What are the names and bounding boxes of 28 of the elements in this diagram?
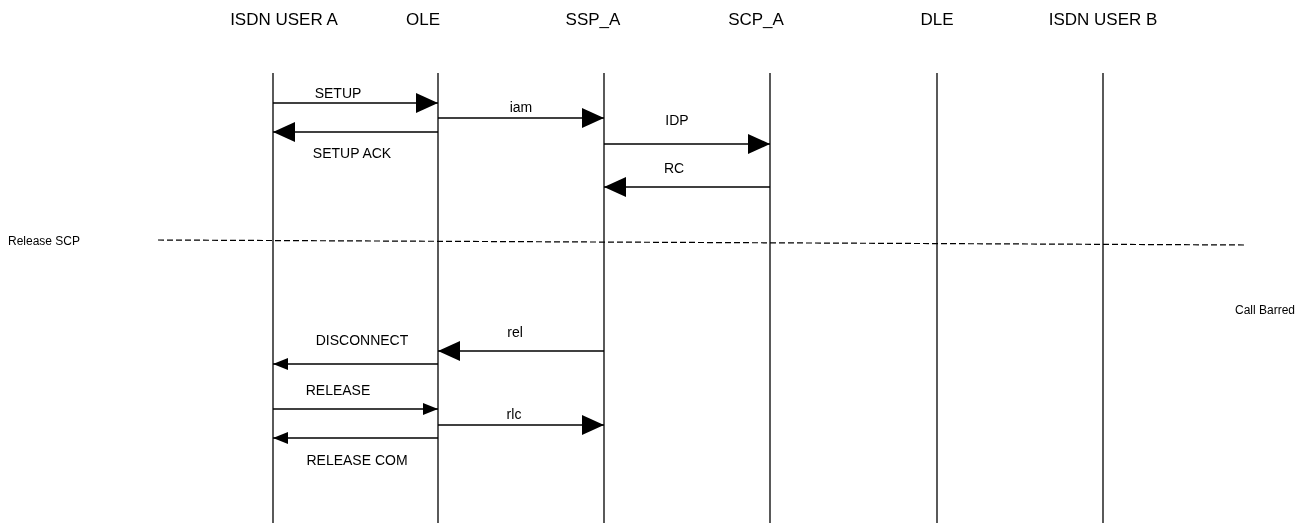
message-arrow	[603, 134, 771, 154]
participant-name: SSP_A	[565, 10, 621, 30]
message-label: IDP	[664, 112, 690, 128]
message-arrow	[272, 93, 439, 113]
participant-name: ISDN USER A	[230, 10, 338, 30]
participant-name: ISDN USER B	[1048, 10, 1158, 30]
message-label: SETUP ACK	[311, 145, 393, 161]
message-arrow	[272, 432, 439, 444]
participant-name: DLE	[920, 10, 954, 30]
message-label: rlc	[505, 406, 523, 422]
message-label: RC	[662, 160, 686, 176]
message-label: rel	[506, 324, 524, 340]
participant-name: SCP_A	[728, 10, 784, 30]
participant-name: OLE	[406, 10, 440, 30]
message-label: RELEASE	[304, 382, 372, 398]
message-label: DISCONNECT	[314, 332, 410, 348]
section-note: Release SCP	[8, 234, 81, 248]
message-arrow	[437, 341, 605, 361]
message-arrow	[272, 403, 439, 415]
message-arrow	[437, 415, 605, 435]
message-arrow	[603, 177, 771, 197]
section-note: Call Barred	[1235, 303, 1296, 317]
message-label: SETUP	[313, 85, 363, 101]
message-arrow	[437, 108, 605, 128]
message-label: iam	[508, 99, 534, 115]
message-label: RELEASE COM	[305, 452, 409, 468]
message-arrow	[272, 122, 439, 142]
message-arrow	[272, 358, 439, 370]
